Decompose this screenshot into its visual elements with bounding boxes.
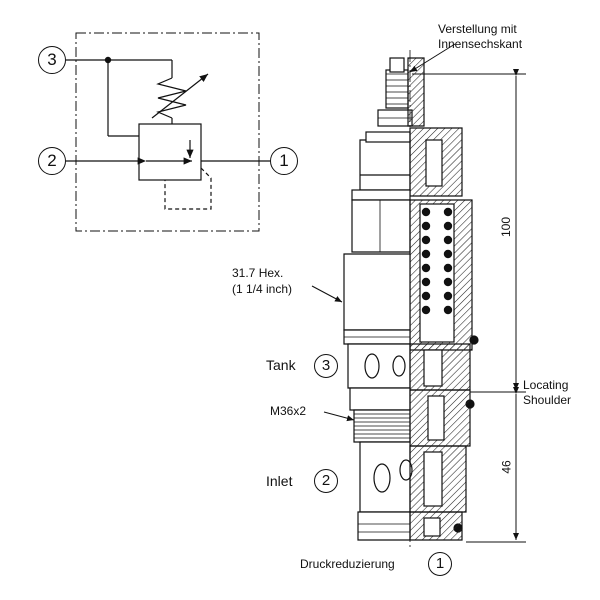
cartridge-valve bbox=[343, 50, 479, 550]
hex-31-7 bbox=[343, 253, 411, 331]
schematic-port-2: 2 bbox=[38, 147, 66, 175]
valve-box bbox=[138, 123, 202, 181]
dimension-lower: 46 bbox=[499, 460, 514, 474]
hex-label-line2: (1 1/4 inch) bbox=[232, 282, 293, 296]
hydraulic-schematic bbox=[66, 32, 270, 232]
spring-symbol bbox=[156, 77, 187, 119]
spring-coils bbox=[421, 207, 453, 315]
tank-port-3: 3 bbox=[314, 354, 338, 378]
inlet-port-2: 2 bbox=[314, 469, 338, 493]
hex-body bbox=[351, 199, 411, 253]
schematic-enclosure bbox=[75, 32, 260, 232]
tank-label: Tank bbox=[266, 357, 296, 373]
schematic-port-3: 3 bbox=[38, 46, 66, 74]
pressure-reducing-port-1: 1 bbox=[428, 552, 452, 576]
schematic-port-1: 1 bbox=[270, 147, 298, 175]
inlet-label: Inlet bbox=[266, 473, 293, 489]
hex-label-line1: 31.7 Hex. bbox=[232, 266, 284, 280]
adjustment-label-line2: Innensechskant bbox=[438, 37, 523, 51]
adjustment-label-line1: Verstellung mit bbox=[438, 22, 517, 36]
adjusting-screw bbox=[377, 57, 413, 127]
dimension-lines bbox=[311, 43, 526, 543]
locating-shoulder-line2: Shoulder bbox=[523, 393, 572, 407]
pressure-reducing-label: Druckreduzierung bbox=[300, 557, 395, 571]
locating-shoulder-line1: Locating bbox=[523, 378, 569, 392]
dimension-overall: 100 bbox=[499, 216, 514, 238]
hex-nut-upper bbox=[359, 139, 411, 191]
thread-label: M36x2 bbox=[270, 404, 307, 418]
